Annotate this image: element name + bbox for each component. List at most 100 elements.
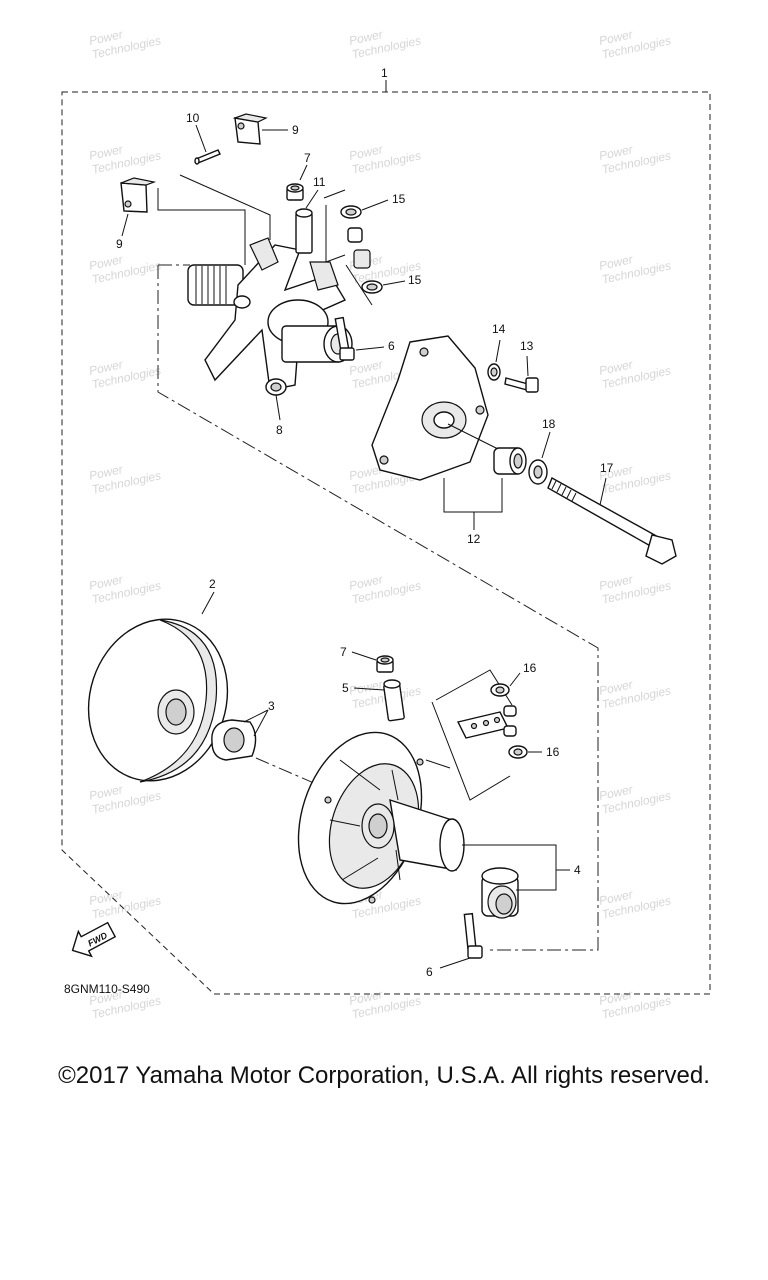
pin-part-10 — [194, 149, 221, 165]
callout-2: 2 — [209, 577, 216, 591]
fwd-arrow-icon: FWD — [71, 921, 117, 958]
leader-11 — [305, 189, 319, 209]
leader-15-top — [361, 199, 389, 211]
callout-7-bottom: 7 — [340, 645, 347, 659]
callout-14: 14 — [492, 322, 506, 336]
assembly-outline — [61, 91, 711, 995]
bolt-part-6-bottom — [463, 912, 483, 959]
callout-10: 10 — [186, 111, 200, 125]
washer-part-15-bottom — [361, 280, 383, 294]
cover-part — [371, 335, 489, 481]
callout-9-left: 9 — [116, 237, 123, 251]
callout-15-bottom: 15 — [408, 273, 422, 287]
callout-13: 13 — [520, 339, 534, 353]
washer-part-18 — [528, 459, 548, 485]
leader-3 — [243, 709, 269, 723]
bolt-part-6-top — [334, 316, 355, 361]
callout-16-top: 16 — [523, 661, 537, 675]
callout-1: 1 — [381, 66, 388, 80]
roller-block-part-9-top — [232, 113, 268, 145]
callout-16-bottom: 16 — [546, 745, 560, 759]
callout-17: 17 — [600, 461, 614, 475]
leader-13 — [526, 355, 529, 377]
leader-6-top — [355, 346, 385, 351]
subassembly-outline — [157, 264, 599, 951]
bushing-part-7-bottom — [376, 655, 394, 673]
bracket-4 — [462, 844, 557, 891]
callout-6-bottom: 6 — [426, 965, 433, 979]
callout-11: 11 — [313, 175, 326, 189]
callout-7-top: 7 — [304, 151, 311, 165]
leader-15-bottom — [382, 280, 406, 286]
copyright-notice: ©2017 Yamaha Motor Corporation, U.S.A. A… — [58, 1062, 710, 1089]
sheave-part-2 — [87, 618, 229, 783]
callout-15-top: 15 — [392, 192, 406, 206]
leader-9-left — [121, 213, 129, 237]
callout-9-top: 9 — [292, 123, 299, 137]
guide-line — [323, 189, 373, 306]
leader-16-top — [509, 672, 521, 687]
bolt-part-13 — [504, 377, 539, 393]
callout-8: 8 — [276, 423, 283, 437]
guide-line — [179, 174, 271, 240]
washer-part-16-bottom — [508, 745, 528, 759]
washer-part-15-top — [340, 205, 362, 219]
callout-18: 18 — [542, 417, 556, 431]
callout-5: 5 — [342, 681, 349, 695]
bearing-part-4 — [481, 867, 519, 919]
bracket-12 — [443, 478, 503, 513]
bolt-part-17 — [547, 477, 677, 565]
callout-12: 12 — [467, 532, 481, 546]
leader-5 — [353, 687, 385, 691]
sleeve-part-5 — [383, 679, 405, 722]
arm-part — [456, 705, 517, 739]
washer-part-14 — [487, 363, 501, 381]
leader-6-bottom — [439, 957, 471, 969]
callout-4: 4 — [574, 863, 581, 877]
roller-block-part-9-left — [120, 177, 157, 213]
leader-8 — [275, 394, 281, 421]
leader-2 — [201, 591, 215, 615]
leader-17 — [599, 477, 607, 506]
callout-6-top: 6 — [388, 339, 395, 353]
roller-part — [347, 227, 371, 269]
guide-line — [447, 423, 501, 451]
bushing-part-12 — [493, 447, 527, 475]
sheave-hub-part — [297, 731, 465, 905]
leader-14 — [495, 339, 501, 363]
leader-7-bottom — [351, 651, 377, 661]
leader-3 — [253, 709, 269, 737]
axis-line — [255, 757, 331, 791]
leader-7-top — [299, 164, 308, 181]
sleeve-part-11 — [295, 208, 313, 254]
guide-line — [157, 188, 246, 265]
collar-part-3 — [211, 719, 257, 761]
leader-10 — [195, 124, 207, 153]
washer-part-16-top — [490, 683, 510, 697]
guide-line — [425, 759, 451, 769]
leader-18 — [541, 431, 551, 459]
spider-part-8 — [187, 237, 353, 396]
diagram-code: 8GNM110-S490 — [64, 982, 150, 996]
